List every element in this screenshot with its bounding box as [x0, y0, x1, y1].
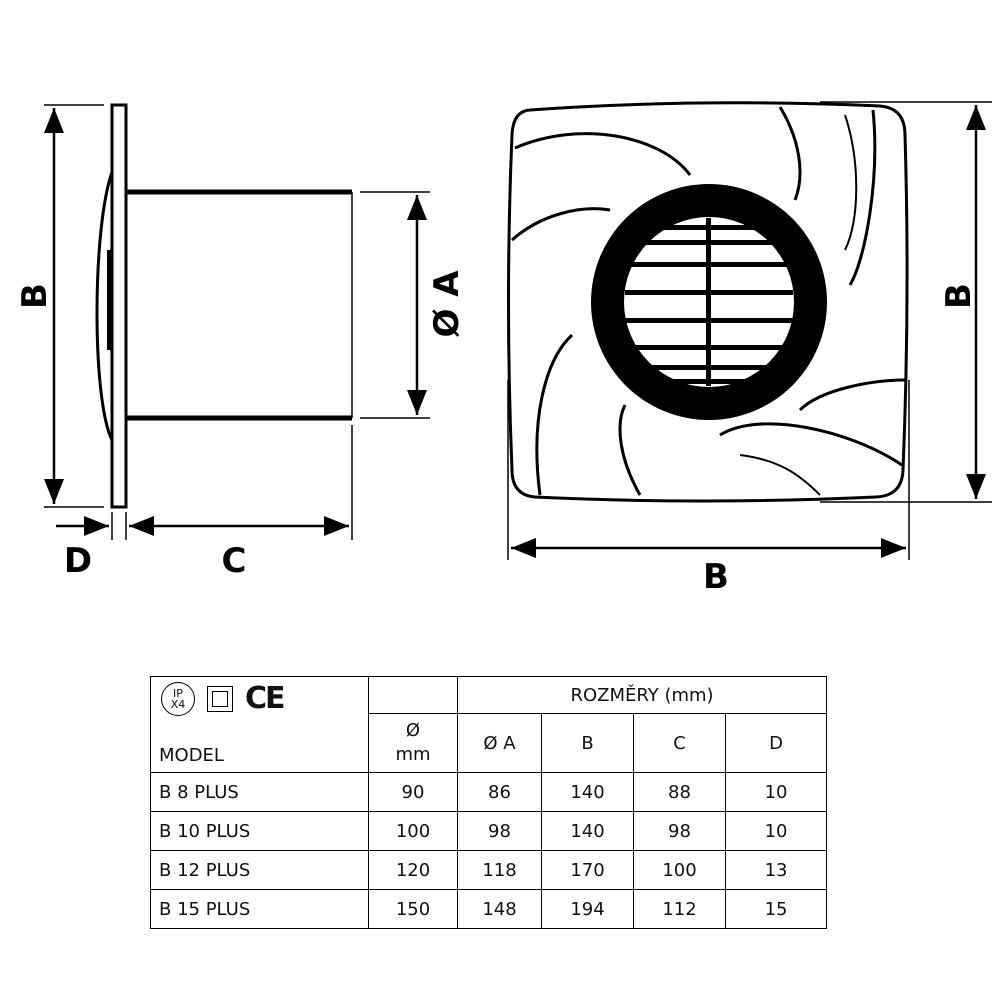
cell-model: B 12 PLUS — [150, 850, 369, 890]
cell-diameter: 150 — [368, 889, 458, 929]
blade-3 — [848, 109, 877, 286]
label-c: C — [222, 541, 247, 581]
front-cover-curve — [95, 171, 114, 441]
cell-d: 10 — [724, 772, 828, 812]
cell-diameter: 100 — [368, 811, 458, 851]
cell-a: 148 — [457, 889, 542, 929]
cell-b: 140 — [541, 811, 634, 851]
label-b-right: B — [939, 283, 979, 309]
empty-header-cell — [368, 676, 458, 714]
col-header-d: D — [724, 713, 828, 773]
table-row: B 15 PLUS 150 148 194 112 15 — [150, 889, 828, 929]
blade-6 — [618, 404, 642, 496]
front-panel-outline — [507, 101, 909, 503]
cell-c: 88 — [633, 772, 726, 812]
cell-model: B 10 PLUS — [150, 811, 369, 851]
label-b-left: B — [15, 283, 55, 309]
table-row: B 12 PLUS 120 118 170 100 13 — [150, 850, 828, 890]
cell-a: 118 — [457, 850, 542, 890]
blade-8 — [511, 207, 611, 242]
blade-1 — [514, 132, 692, 176]
col-header-c: C — [633, 713, 726, 773]
diameter-header: Ø mm — [368, 713, 458, 773]
label-b-bottom: B — [703, 557, 729, 597]
col-header-b: B — [541, 713, 634, 773]
cell-model: B 8 PLUS — [150, 772, 369, 812]
cell-d: 15 — [724, 889, 828, 929]
cell-model: B 15 PLUS — [150, 889, 369, 929]
label-d: D — [64, 541, 92, 581]
blade-5 — [719, 422, 903, 467]
rozmery-header: ROZMĚRY (mm) — [456, 676, 828, 714]
table-row: B 8 PLUS 90 86 140 88 10 — [150, 772, 828, 812]
ce-mark-icon: CE — [245, 681, 285, 716]
blade-7 — [535, 333, 574, 496]
front-plate — [110, 103, 128, 509]
table-row: B 10 PLUS 100 98 140 98 10 — [150, 811, 828, 851]
blade-10 — [739, 454, 821, 496]
blade-4 — [798, 378, 906, 412]
cell-b: 170 — [541, 850, 634, 890]
front-view-dimensions — [507, 101, 992, 560]
col-header-a: Ø A — [457, 713, 542, 773]
blade-9 — [844, 114, 858, 251]
class-ii-icon — [207, 685, 233, 712]
cell-c: 98 — [633, 811, 726, 851]
cell-c: 100 — [633, 850, 726, 890]
side-view — [95, 103, 353, 509]
fan-dimension-drawing: B Ø A D C B B — [15, 101, 992, 597]
cell-b: 140 — [541, 772, 634, 812]
label-diameter-a: Ø A — [427, 270, 467, 338]
cell-c: 112 — [633, 889, 726, 929]
cell-d: 10 — [724, 811, 828, 851]
cell-a: 98 — [457, 811, 542, 851]
cell-b: 194 — [541, 889, 634, 929]
cell-diameter: 120 — [368, 850, 458, 890]
cell-diameter: 90 — [368, 772, 458, 812]
blade-2 — [778, 106, 802, 201]
side-view-dimensions — [44, 104, 430, 540]
model-label: MODEL — [159, 745, 224, 766]
cell-a: 86 — [457, 772, 542, 812]
grille-slats — [625, 218, 793, 386]
cell-d: 13 — [724, 850, 828, 890]
